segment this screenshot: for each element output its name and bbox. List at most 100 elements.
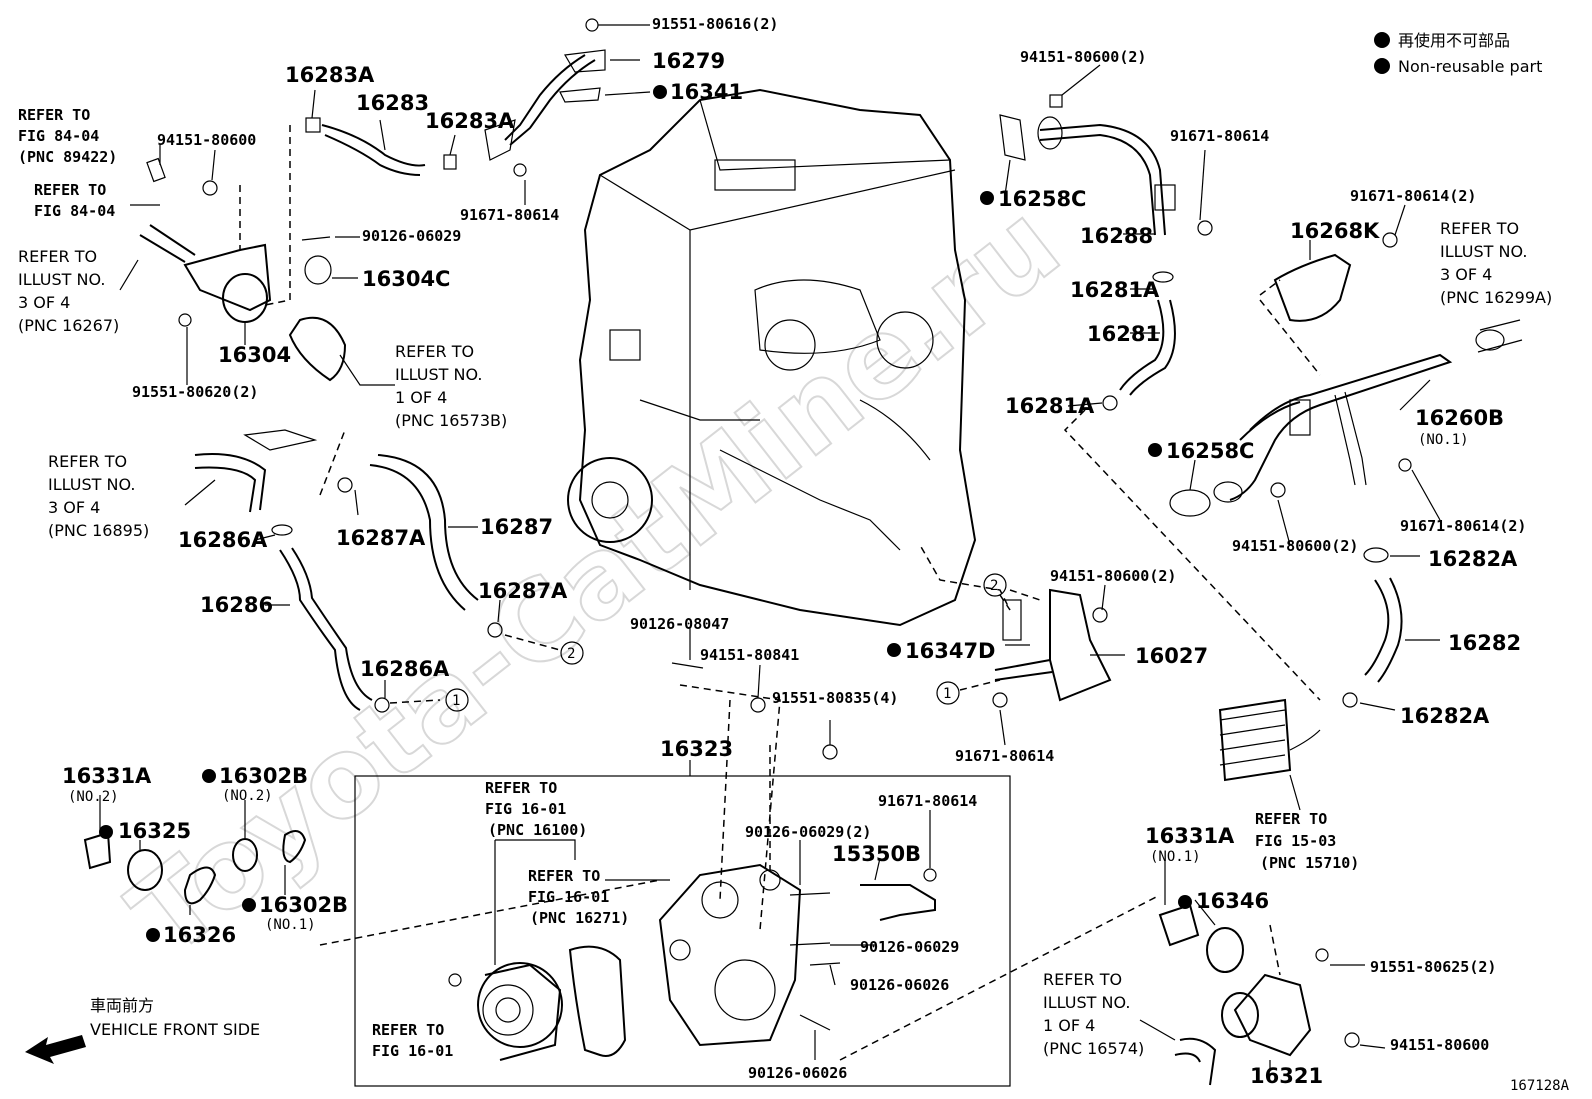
non-reusable-bullet-icon [980, 191, 994, 205]
part-label: (NO.2) [68, 789, 119, 805]
part-label: 16304 [218, 343, 291, 367]
lower-right-parts [1158, 903, 1360, 1086]
part-label: 16283A [425, 109, 515, 133]
part-label: 16321 [1250, 1064, 1323, 1088]
part-label: 16281A [1070, 278, 1160, 302]
part-label: 15350B [832, 842, 921, 866]
part-label: 16027 [1135, 644, 1208, 668]
legend: 再使用不可部品 Non-reusable part [1374, 31, 1542, 76]
part-label: (NO.1) [1418, 432, 1469, 448]
part-label: 16346 [1196, 889, 1269, 913]
part-label: 16279 [652, 49, 725, 73]
part-label: 91551-80625(2) [1370, 958, 1496, 976]
refer-note: REFER TO FIG 16-01 (PNC 16100) [485, 779, 587, 839]
part-label: 16283 [356, 91, 429, 115]
part-label: 94151-80600 [1390, 1036, 1489, 1054]
part-label: 94151-80600(2) [1020, 48, 1146, 66]
refer-note: REFER TO FIG 15-03 (PNC 15710) [1255, 810, 1359, 872]
part-label: 16302B [219, 764, 308, 788]
part-label: 16326 [163, 923, 236, 947]
lower-left-parts [83, 830, 307, 905]
part-label: 16283A [285, 63, 375, 87]
front-label-jp: 車両前方 [90, 996, 154, 1015]
bracket-16027 [992, 588, 1112, 708]
non-reusable-bullet-icon [653, 85, 667, 99]
part-label: 94151-80841 [700, 646, 799, 664]
part-label: (NO.1) [1150, 849, 1201, 865]
legend-jp: 再使用不可部品 [1398, 31, 1510, 50]
part-label: 16281 [1087, 322, 1160, 346]
part-label: 90126-06029(2) [745, 823, 871, 841]
part-label: 91671-80614(2) [1350, 187, 1476, 205]
refer-note: REFER TO FIG 16-01 [372, 1021, 453, 1060]
part-label: 16258C [998, 187, 1086, 211]
assembly-frame [354, 775, 1011, 1087]
watermark: Toyota-CatMine.ru [107, 179, 1082, 980]
marker-2: 2 [990, 578, 998, 594]
non-reusable-bullet-icon [887, 643, 901, 657]
part-label: 16287A [478, 579, 568, 603]
part-label: 91671-80614 [460, 206, 559, 224]
part-label: 16341 [670, 80, 743, 104]
part-label: 94151-80600 [157, 131, 256, 149]
part-label: 16287 [480, 515, 553, 539]
refer-note: REFER TO ILLUST NO. 3 OF 4 (PNC 16895) [48, 452, 149, 540]
dashed-lines [239, 125, 1321, 1061]
marker-1: 1 [943, 686, 951, 702]
part-label: 90126-06029 [860, 938, 959, 956]
part-label: 16268K [1290, 219, 1380, 243]
non-reusable-bullet-icon [1178, 895, 1192, 909]
part-label: 16282A [1428, 547, 1518, 571]
non-reusable-bullet-icon [99, 825, 113, 839]
part-label: 91551-80620(2) [132, 383, 258, 401]
part-label: 16286 [200, 593, 273, 617]
part-label: 91551-80616(2) [652, 15, 778, 33]
refer-note: REFER TO ILLUST NO. 3 OF 4 (PNC 16299A) [1440, 219, 1552, 307]
part-label: 16287A [336, 526, 426, 550]
engine-block-drawing [567, 88, 977, 627]
part-label: 16282 [1448, 631, 1521, 655]
part-label: 16288 [1080, 224, 1153, 248]
non-reusable-bullet-icon [242, 898, 256, 912]
refer-note: REFER TO FIG 84-04 [34, 181, 115, 220]
part-label: 16325 [118, 819, 191, 843]
front-label-en: VEHICLE FRONT SIDE [90, 1020, 260, 1039]
refer-note: REFER TO ILLUST NO. 1 OF 4 (PNC 16574) [1043, 970, 1144, 1058]
part-label: 94151-80600(2) [1050, 567, 1176, 585]
part-label: 90126-08047 [630, 615, 729, 633]
part-label: 16260B [1415, 406, 1504, 430]
part-label: 16258C [1166, 439, 1254, 463]
part-label: 16331A [62, 764, 152, 788]
leader-lines [99, 24, 1441, 1070]
part-label: 90126-06026 [748, 1064, 847, 1082]
part-label: 91671-80614(2) [1400, 517, 1526, 535]
marker-2: 2 [567, 646, 575, 662]
non-reusable-bullets [99, 85, 1192, 942]
part-label: 16331A [1145, 824, 1235, 848]
part-label: 16347D [905, 639, 996, 663]
left-hoses [194, 429, 503, 713]
refer-note: REFER TO FIG 16-01 (PNC 16271) [528, 867, 629, 927]
refer-note: REFER TO ILLUST NO. 1 OF 4 (PNC 16573B) [395, 342, 507, 430]
part-label: 91671-80614 [955, 747, 1054, 765]
refer-note: REFER TO FIG 84-04 (PNC 89422) [18, 106, 117, 166]
part-label: 90126-06026 [850, 976, 949, 994]
vehicle-front-indicator: 車両前方 VEHICLE FRONT SIDE [25, 996, 260, 1064]
non-reusable-bullet-icon [1374, 32, 1390, 48]
refer-notes: REFER TO FIG 84-04 (PNC 89422) REFER TO … [18, 106, 1552, 1060]
part-label: 16304C [362, 267, 450, 291]
part-labels: 91551-80616(2) 16279 16341 16283A 16283 … [62, 15, 1526, 1088]
circle-markers: 1 2 2 1 [445, 573, 1007, 712]
part-label: 94151-80600(2) [1232, 537, 1358, 555]
refer-note: REFER TO ILLUST NO. 3 OF 4 (PNC 16267) [18, 247, 119, 335]
part-label: 91671-80614 [1170, 127, 1269, 145]
part-label: 90126-06029 [362, 227, 461, 245]
legend-en: Non-reusable part [1398, 57, 1542, 76]
non-reusable-bullet-icon [202, 769, 216, 783]
part-label: 16286A [178, 528, 268, 552]
part-label: 16282A [1400, 704, 1490, 728]
non-reusable-bullet-icon [1148, 443, 1162, 457]
part-label: 16286A [360, 657, 450, 681]
part-label: 91671-80614 [878, 792, 977, 810]
